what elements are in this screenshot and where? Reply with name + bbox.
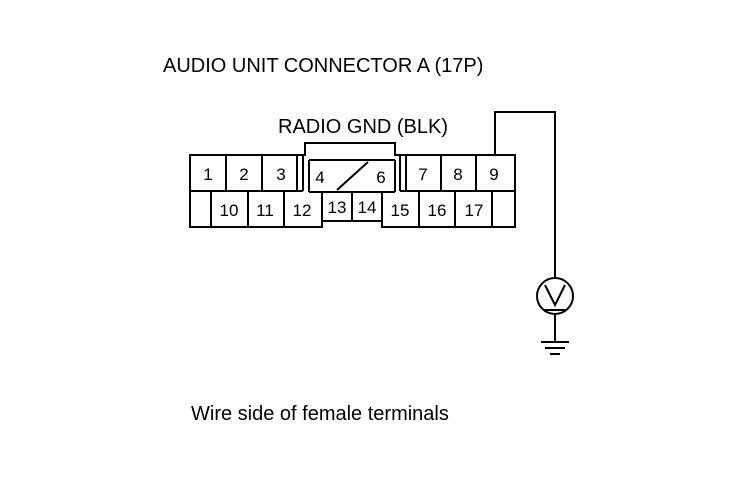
- pin-1: 1: [203, 165, 212, 184]
- pin-16: 16: [428, 201, 447, 220]
- probe-wire: [494, 111, 556, 278]
- pin-13: 13: [328, 198, 347, 217]
- pin-labels-row2: 10 11 12 13 14 15 16 17: [220, 198, 484, 220]
- pin-9: 9: [489, 165, 498, 184]
- pin-14: 14: [358, 198, 377, 217]
- pin-6: 6: [376, 168, 385, 187]
- pin-8: 8: [453, 165, 462, 184]
- pin-10: 10: [220, 201, 239, 220]
- ground-icon: [541, 314, 569, 355]
- pin-4: 4: [315, 168, 324, 187]
- pin-12: 12: [293, 201, 312, 220]
- pin-15: 15: [391, 201, 410, 220]
- pin-2: 2: [239, 165, 248, 184]
- voltmeter-icon: [536, 277, 574, 315]
- pin-17: 17: [465, 201, 484, 220]
- connector-body: [189, 142, 516, 228]
- caption: Wire side of female terminals: [191, 403, 449, 425]
- pin-7: 7: [418, 165, 427, 184]
- diagram-title: AUDIO UNIT CONNECTOR A (17P): [163, 55, 483, 77]
- terminal-label: RADIO GND (BLK): [278, 116, 448, 138]
- pin-11: 11: [256, 201, 274, 220]
- pin-labels-row1: 1 2 3 4 6 7 8 9: [203, 165, 498, 187]
- pin-3: 3: [276, 165, 285, 184]
